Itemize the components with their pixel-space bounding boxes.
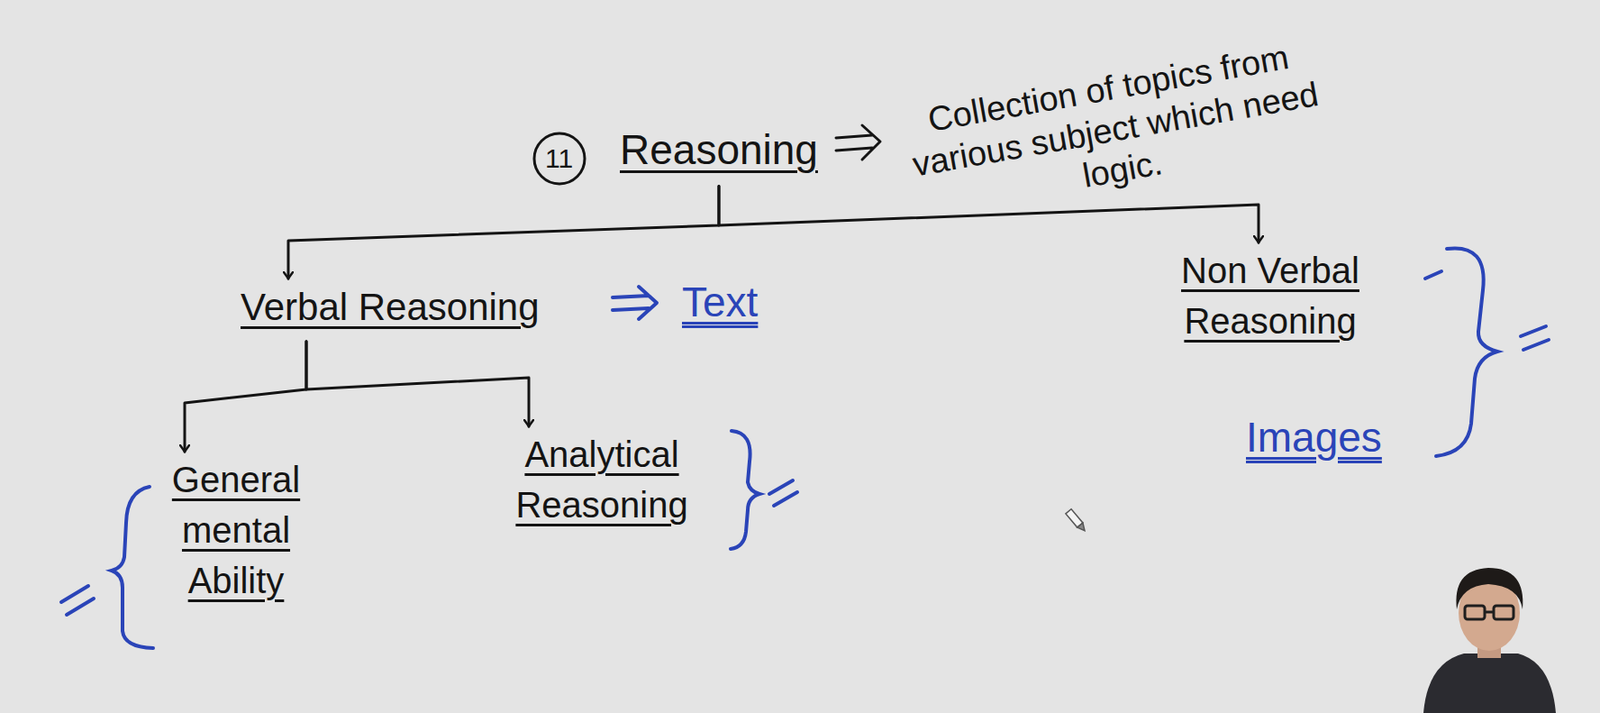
presenter-webcam — [1423, 567, 1556, 713]
node-label: Non Verbal Reasoning — [1147, 245, 1393, 346]
node-label: General mental Ability — [154, 454, 319, 606]
tree-connector — [718, 185, 1259, 243]
equals-mark — [61, 585, 94, 615]
number-circle — [534, 133, 585, 184]
pencil-cursor — [1065, 509, 1088, 534]
tree-node: Reasoning — [616, 120, 822, 186]
curly-brace — [1436, 247, 1498, 456]
node-label: Verbal Reasoning — [240, 281, 540, 335]
annotation-text: Text — [681, 277, 758, 328]
tree-node: Non Verbal Reasoning — [1144, 245, 1397, 354]
equals-mark — [1520, 326, 1549, 350]
annotation-text: Images — [1245, 412, 1382, 463]
node-label: Analytical Reasoning — [497, 428, 707, 530]
tree-connector — [288, 185, 719, 279]
equals-mark — [769, 480, 798, 506]
tick-mark — [1425, 271, 1442, 279]
curly-brace — [730, 430, 760, 549]
tree-connector — [306, 341, 529, 427]
implies-arrow — [612, 286, 657, 319]
node-label: Reasoning — [619, 120, 819, 179]
callout-number: 11 — [545, 142, 573, 175]
curly-brace — [111, 486, 154, 648]
tree-node: General mental Ability — [150, 454, 322, 613]
tree-node: Analytical Reasoning — [493, 428, 710, 537]
tree-connector — [184, 341, 307, 452]
tree-node: Verbal Reasoning — [236, 281, 544, 342]
note-text: Collection of topics from various subjec… — [891, 31, 1339, 228]
implies-arrow — [836, 125, 881, 160]
